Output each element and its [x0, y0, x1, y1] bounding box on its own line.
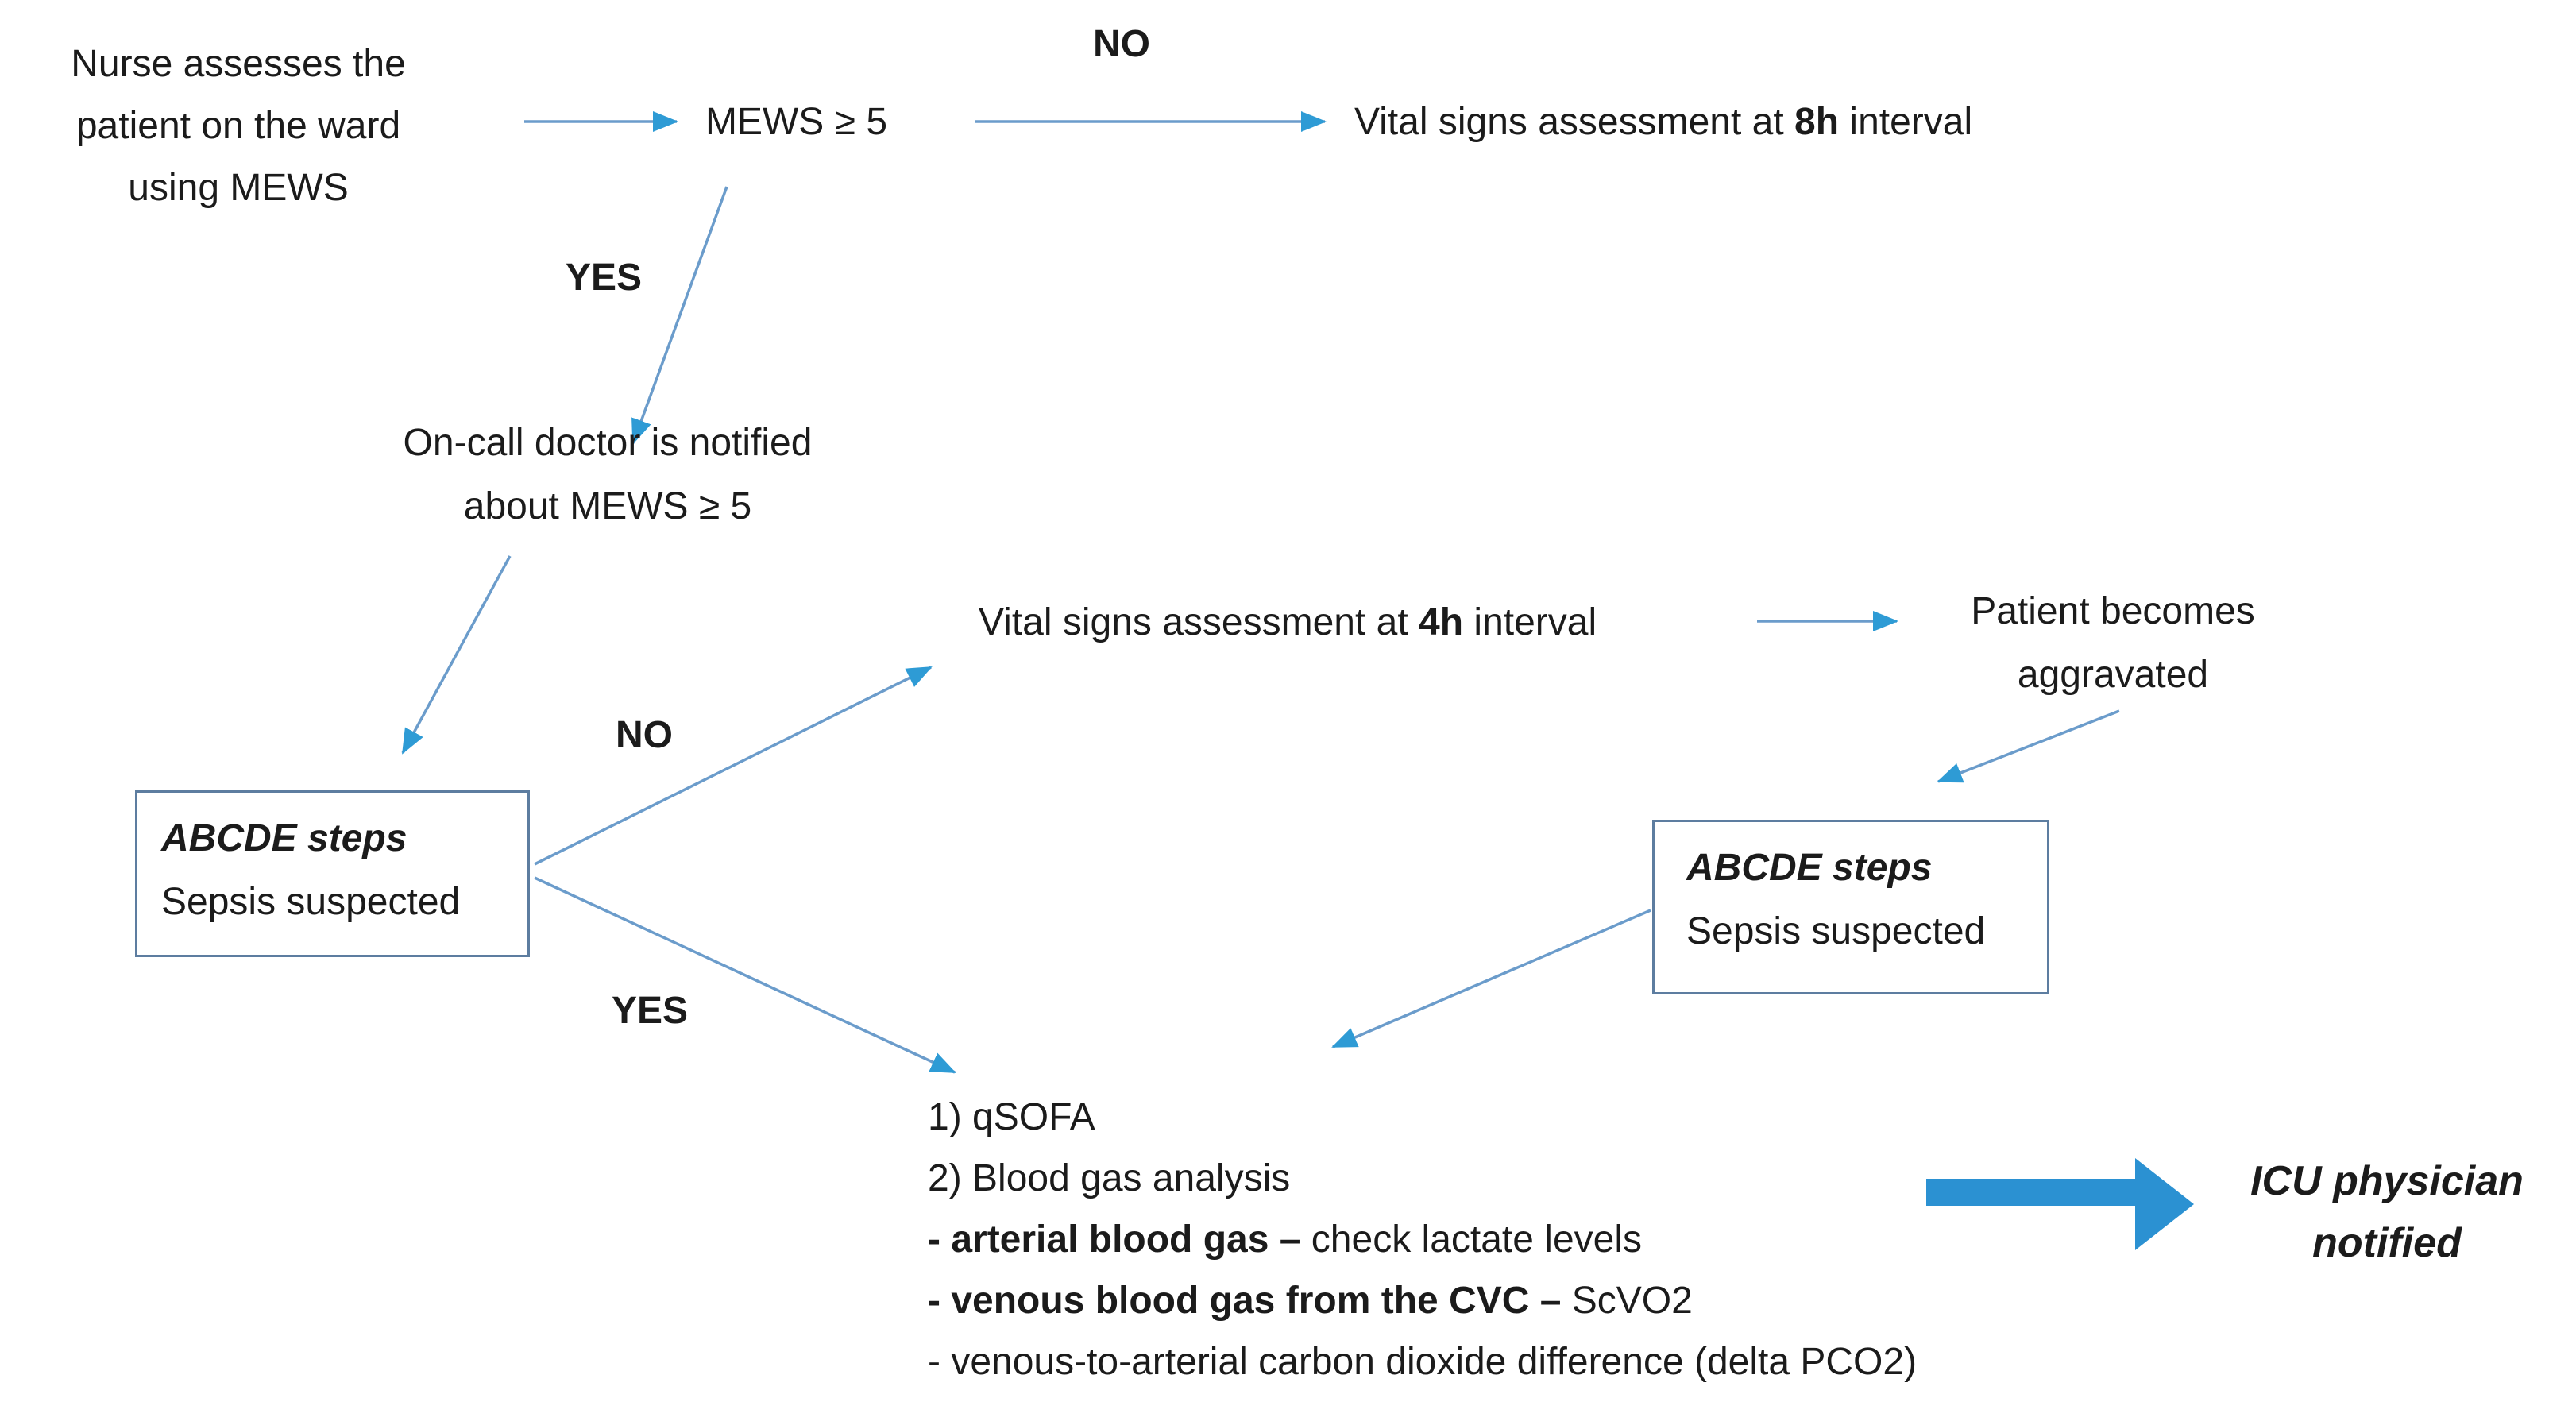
label-no-top: NO	[1093, 23, 1150, 65]
checklist-item: 1) qSOFA	[928, 1087, 1917, 1148]
vital-4h-interval: 4h	[1419, 601, 1464, 643]
oncall-line-2: about MEWS ≥ 5	[463, 485, 752, 527]
node-vital-signs-4h: Vital signs assessment at 4h interval	[979, 592, 1597, 654]
node-patient-aggravated: Patient becomes aggravated	[1914, 580, 2311, 707]
checklist-item-3-text: check lactate levels	[1311, 1218, 1642, 1261]
arrow-oncall-to-abcde1	[401, 555, 512, 755]
aggravated-line-1: Patient becomes	[1971, 590, 2255, 632]
label-yes-mid: YES	[612, 990, 689, 1032]
arrow-mews-to-oncall-yes	[631, 186, 728, 445]
node-diagnostics-checklist: 1) qSOFA 2) Blood gas analysis - arteria…	[928, 1087, 1917, 1392]
abcde1-subtitle: Sepsis suspected	[161, 881, 461, 923]
arrow-aggravated-to-abcde2	[1937, 709, 2120, 783]
checklist-item: 2) Blood gas analysis	[928, 1148, 1917, 1209]
abcde1-title: ABCDE steps	[161, 817, 407, 859]
vital-8h-interval: 8h	[1794, 101, 1840, 143]
arrow-abcde1-to-vital-4h-no	[534, 666, 933, 866]
nurse-line-3: using MEWS	[128, 167, 349, 209]
oncall-line-1: On-call doctor is notified	[403, 422, 813, 464]
checklist-item: - venous-to-arterial carbon dioxide diff…	[928, 1331, 1917, 1392]
vital-8h-pre: Vital signs assessment at	[1354, 101, 1795, 143]
node-vital-signs-8h: Vital signs assessment at 8h interval	[1354, 91, 1972, 153]
checklist-item: - venous blood gas from the CVC – ScVO2	[928, 1270, 1917, 1331]
node-nurse-assessment: Nurse assesses the patient on the ward u…	[16, 33, 461, 219]
checklist-item-5-text: - venous-to-arterial carbon dioxide diff…	[928, 1341, 1918, 1383]
abcde2-subtitle: Sepsis suspected	[1686, 910, 1986, 952]
abcde2-title: ABCDE steps	[1686, 847, 1933, 889]
vital-8h-post: interval	[1839, 101, 1973, 143]
node-icu-physician-notified: ICU physician notified	[2204, 1150, 2570, 1274]
nurse-line-2: patient on the ward	[75, 105, 401, 147]
checklist-item-3-bold: - arterial blood gas –	[928, 1218, 1311, 1261]
icu-line-1: ICU physician	[2250, 1158, 2524, 1204]
node-oncall-doctor: On-call doctor is notified about MEWS ≥ …	[334, 411, 882, 539]
arrow-abcde1-to-checklist-yes	[534, 876, 956, 1074]
checklist-item-4-text: ScVO2	[1571, 1280, 1693, 1322]
checklist-item-4-bold: - venous blood gas from the CVC –	[928, 1280, 1572, 1322]
box-abcde-sepsis-2: ABCDE steps Sepsis suspected	[1652, 820, 2049, 994]
aggravated-line-2: aggravated	[2017, 654, 2209, 696]
box-abcde-sepsis-1: ABCDE steps Sepsis suspected	[135, 790, 530, 957]
label-yes-top: YES	[566, 257, 643, 299]
checklist-item-2-text: 2) Blood gas analysis	[928, 1157, 1291, 1199]
label-no-mid: NO	[616, 714, 673, 756]
checklist-item: - arterial blood gas – check lactate lev…	[928, 1209, 1917, 1270]
vital-4h-post: interval	[1463, 601, 1597, 643]
checklist-item-1-text: 1) qSOFA	[928, 1096, 1095, 1138]
node-mews-score: MEWS ≥ 5	[705, 101, 888, 143]
big-arrow-to-icu-icon	[1926, 1158, 2194, 1250]
arrow-abcde2-to-checklist	[1331, 909, 1651, 1048]
vital-4h-pre: Vital signs assessment at	[979, 601, 1419, 643]
icu-line-2: notified	[2312, 1220, 2462, 1266]
nurse-line-1: Nurse assesses the	[71, 43, 406, 85]
